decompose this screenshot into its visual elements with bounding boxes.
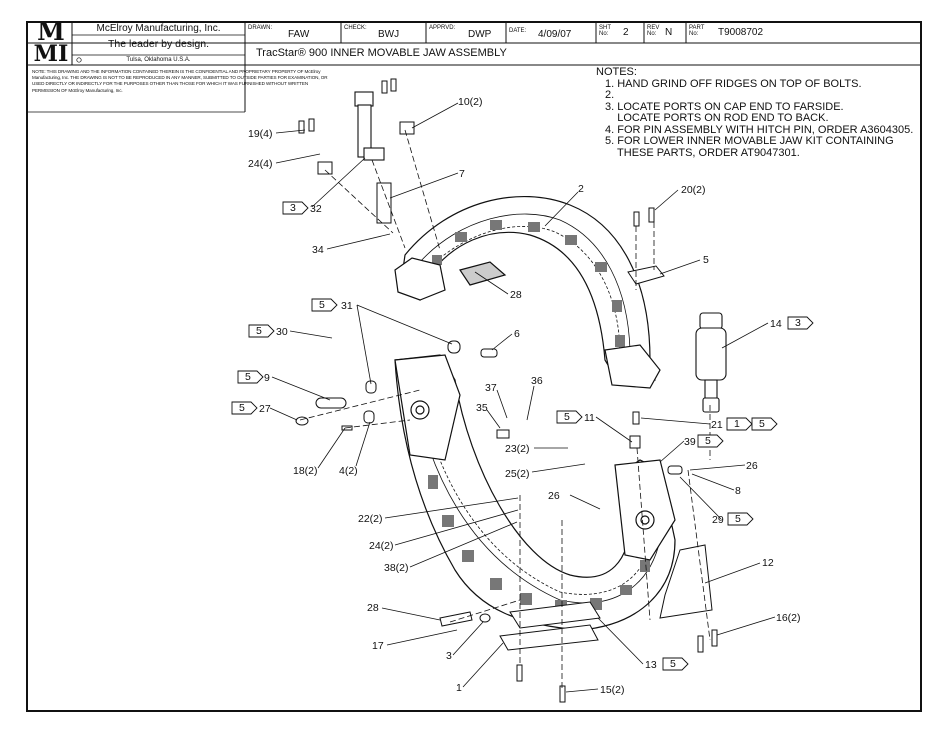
- callout-label: 12: [762, 557, 774, 569]
- callout-label: 26: [548, 490, 560, 502]
- center-lines: [299, 129, 711, 690]
- flag-text: 5: [735, 513, 741, 525]
- company-name: McElroy Manufacturing, Inc.: [96, 23, 221, 34]
- callout-label: 17: [372, 640, 384, 652]
- flag-tags: [231, 201, 814, 671]
- callout-label: 29: [712, 514, 724, 526]
- apprvd-value: DWP: [468, 29, 492, 40]
- note-line: 5. FOR LOWER INNER MOVABLE JAW KIT CONTA…: [605, 135, 894, 147]
- company-tagline: The leader by design.: [108, 38, 209, 50]
- logo-bottom: MI: [33, 41, 69, 67]
- flag-text: 5: [319, 299, 325, 311]
- cylinder-part-14: [695, 312, 727, 413]
- callout-label: 6: [514, 328, 520, 340]
- sheet-label: SHT No:: [599, 25, 611, 37]
- callout-label: 24(2): [369, 540, 394, 552]
- callout-label: 4(2): [339, 465, 358, 477]
- callout-label: 37: [485, 382, 497, 394]
- callout-label: 26: [746, 460, 758, 472]
- apprvd-label: APPRVD:: [429, 25, 456, 31]
- callout-label: 39: [684, 436, 696, 448]
- callout-label: 21: [711, 419, 723, 431]
- sheet-value: 2: [623, 27, 629, 38]
- flag-texts: 3 5 5 5 5 3 5 1 5 5 5 5: [239, 202, 801, 670]
- callout-label: 36: [531, 375, 543, 387]
- note-line: 4. FOR PIN ASSEMBLY WITH HITCH PIN, ORDE…: [605, 123, 914, 136]
- callout-label: 27: [259, 403, 271, 415]
- callout-label: 5: [703, 254, 709, 266]
- callout-label: 13: [645, 659, 657, 671]
- rev-label: REV No:: [647, 25, 660, 37]
- title-block-grid: [28, 23, 922, 113]
- callout-label: 31: [341, 300, 353, 312]
- lower-jaw-part: [394, 354, 676, 631]
- callout-label: 10(2): [458, 96, 483, 108]
- callout-label: 25(2): [505, 468, 530, 480]
- callout-label: 23(2): [505, 443, 530, 455]
- date-value: 4/09/07: [538, 29, 572, 40]
- company-location: Tulsa, Oklahoma U.S.A.: [126, 57, 191, 63]
- callout-label: 28: [510, 289, 522, 301]
- flag-text: 3: [795, 317, 801, 329]
- drawn-label: DRAWN:: [248, 25, 273, 31]
- callout-label: 18(2): [293, 465, 318, 477]
- callout-label: 20(2): [681, 184, 706, 196]
- rev-value: N: [665, 27, 673, 38]
- upper-jaw-part: [394, 195, 661, 389]
- flag-text: 5: [705, 435, 711, 447]
- callout-label: 35: [476, 402, 488, 414]
- flag-text: 5: [759, 418, 765, 430]
- check-label: CHECK:: [344, 25, 367, 31]
- callout-label: 15(2): [600, 684, 625, 696]
- flag-text: 5: [239, 402, 245, 414]
- callout-label: 11: [584, 412, 595, 424]
- leader-lines: [269, 102, 776, 693]
- note-line: 1. HAND GRIND OFF RIDGES ON TOP OF BOLTS…: [605, 77, 862, 90]
- logo-top: M: [37, 17, 65, 46]
- callout-label: 22(2): [358, 513, 383, 525]
- flag-text: 3: [290, 202, 296, 214]
- callout-label: 1: [456, 682, 462, 694]
- flag-text: 5: [256, 325, 262, 337]
- company-logo: M MI: [30, 17, 72, 67]
- small-parts: [295, 121, 713, 651]
- callout-label: 38(2): [384, 562, 409, 574]
- flag-text: 1: [734, 418, 740, 430]
- callout-label: 24(4): [248, 158, 273, 170]
- callout-label: 14: [770, 318, 782, 330]
- drawn-value: FAW: [288, 29, 310, 40]
- date-label: DATE:: [509, 28, 527, 34]
- part-label: PART No:: [689, 25, 705, 37]
- callout-texts: 10(2) 19(4) 24(4) 7 32 34 2 28 20(2) 5 1…: [248, 96, 801, 696]
- cylinder-part-32: [354, 91, 385, 161]
- notes-heading: NOTES:: [596, 66, 637, 78]
- callout-label: 19(4): [248, 128, 273, 140]
- flag-text: 5: [670, 658, 676, 670]
- note-line: LOCATE PORTS ON ROD END TO BACK.: [605, 112, 829, 124]
- note-line: 2.: [605, 89, 615, 101]
- drawing-description: TracStar® 900 INNER MOVABLE JAW ASSEMBLY: [256, 47, 507, 59]
- callout-label: 2: [578, 183, 584, 195]
- callout-label: 8: [735, 485, 741, 497]
- confidentiality-notice: NOTE: THIS DRAWING AND THE INFORMATION C…: [32, 69, 328, 93]
- drawing-sheet: M MI McElroy Manufacturing, Inc. The lea…: [26, 17, 922, 712]
- callout-label: 7: [459, 168, 465, 180]
- flag-text: 5: [564, 411, 570, 423]
- flag-text: 5: [245, 371, 251, 383]
- callout-label: 30: [276, 326, 288, 338]
- callout-label: 34: [312, 244, 324, 256]
- callout-label: 16(2): [776, 612, 801, 624]
- check-value: BWJ: [378, 29, 400, 40]
- callout-label: 3: [446, 650, 452, 662]
- notes-block: NOTES: 1. HAND GRIND OFF RIDGES ON TOP O…: [596, 66, 914, 159]
- callout-label: 9: [264, 372, 270, 384]
- note-line: THESE PARTS, ORDER AT9047301.: [605, 146, 800, 159]
- callout-label: 28: [367, 602, 379, 614]
- note-line: 3. LOCATE PORTS ON CAP END TO FARSIDE.: [605, 100, 844, 113]
- part-value: T9008702: [718, 27, 764, 38]
- callout-label: 32: [310, 203, 322, 215]
